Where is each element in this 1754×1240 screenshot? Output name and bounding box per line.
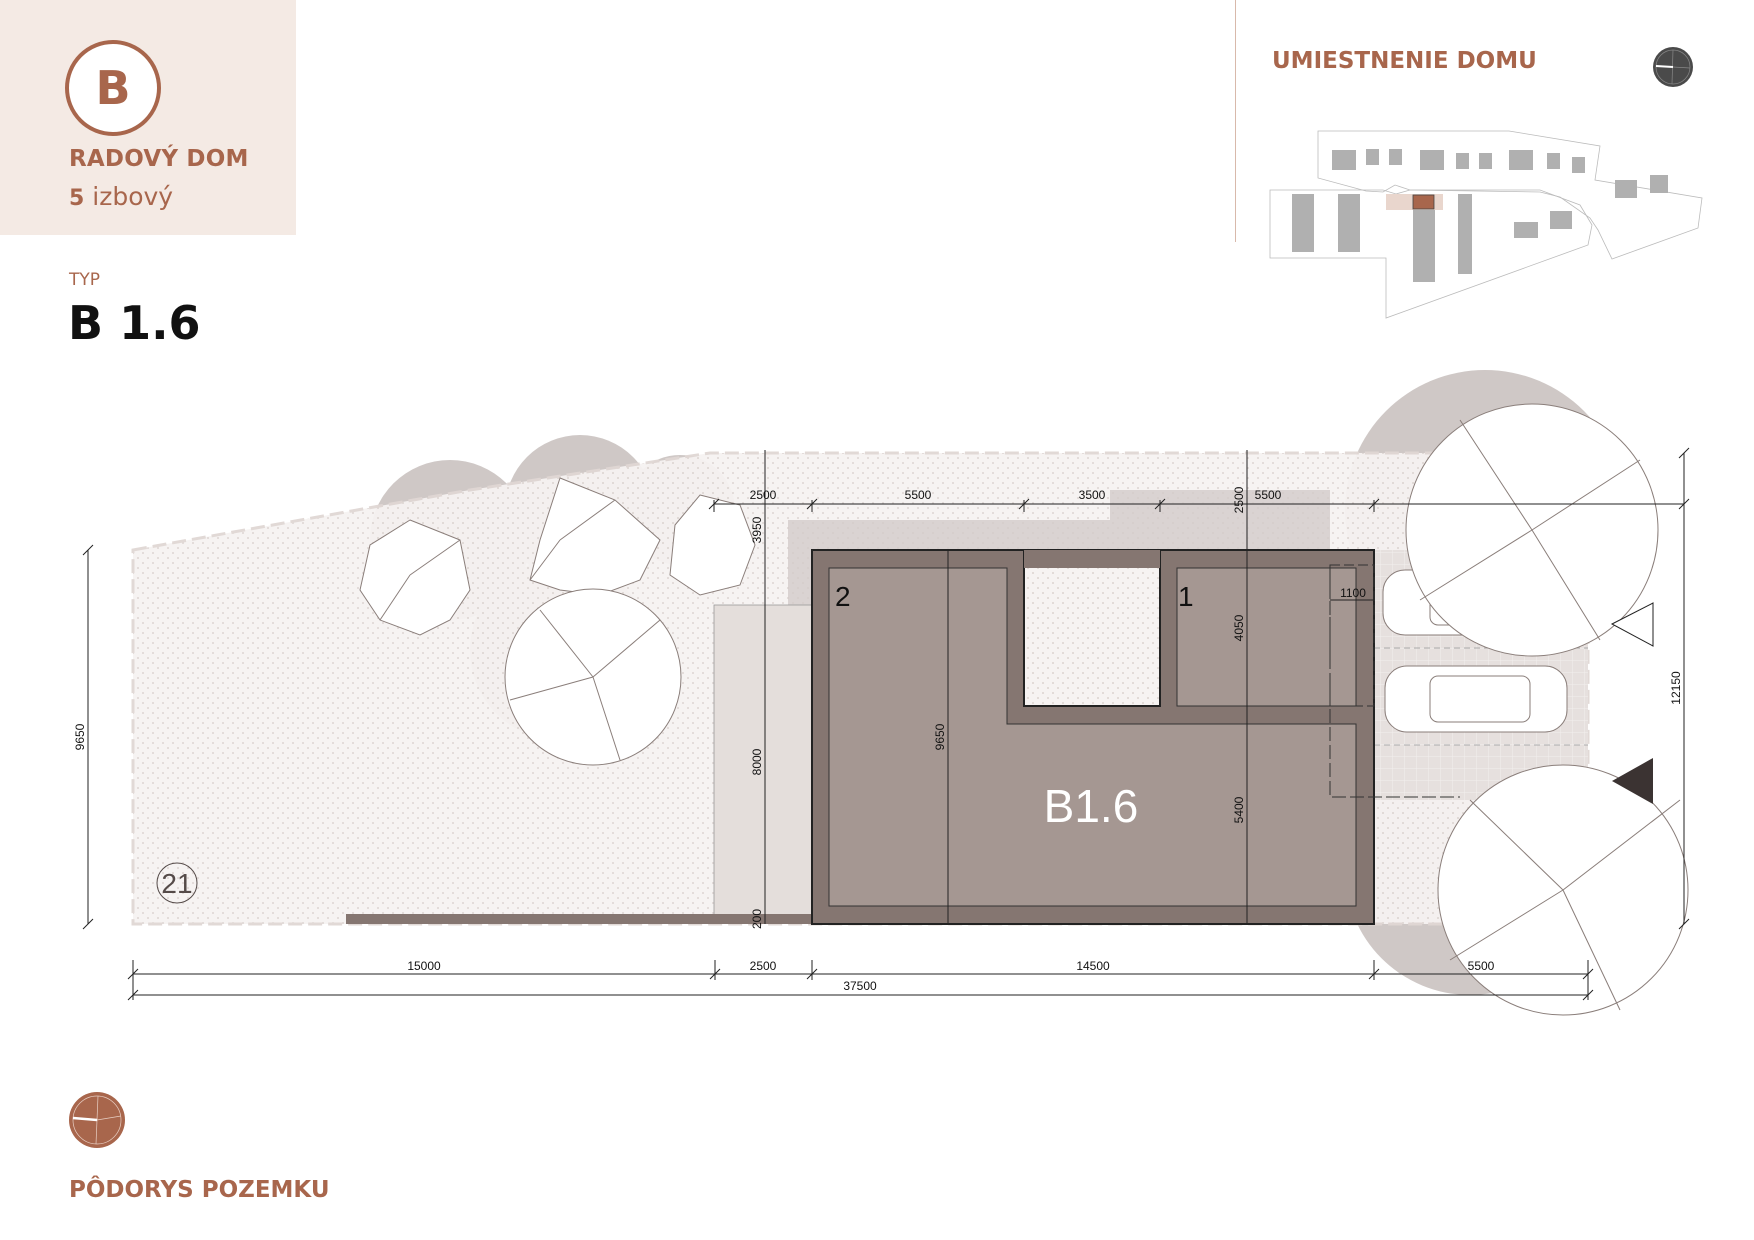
typ-value: B 1.6 [68,296,201,350]
dim-1100: 1100 [1340,586,1366,600]
dim-5400: 5400 [1232,796,1246,823]
rooms-text: izbový [92,182,174,211]
type-badge: B [65,40,161,136]
tree-icons [359,403,1689,1016]
divider [1235,0,1236,242]
dim-bottom-3: 5500 [1468,959,1495,973]
house-type-label: RADOVÝ DOM [69,146,249,172]
dim-200: 200 [750,909,764,929]
plot-number: 21 [161,868,192,899]
dim-4050: 4050 [1232,614,1246,641]
dim-bottom-2: 14500 [1076,959,1110,973]
dim-2500-vertical: 2500 [1232,486,1246,513]
dim-top-0: 2500 [750,488,777,502]
building-label: B1.6 [1044,780,1139,832]
dim-top-2: 3500 [1079,488,1106,502]
compass-icon [69,1092,125,1148]
house-type-panel: B RADOVÝ DOM 5 izbový [0,0,296,235]
plan-title: PÔDORYS POZEMKU [69,1177,330,1203]
dimension-lines [82,447,1690,1001]
fence [346,914,812,924]
entrance-2-label: 2 [835,581,851,612]
dim-9650-inner: 9650 [933,723,947,750]
dimension-labels: 2500 5500 3500 5500 1100 3950 2500 4050 … [73,486,1683,993]
main-entrance-arrow-icon [1612,758,1653,804]
terrace [713,604,813,918]
location-title: UMIESTNENIE DOMU [1272,48,1537,74]
compass-icon [1653,47,1693,87]
dim-9650-left: 9650 [73,723,87,750]
building-b1-6 [811,549,1460,925]
entrance-arrow-icon [1610,602,1654,647]
dim-top-1: 5500 [905,488,932,502]
dim-bottom-1: 2500 [750,959,777,973]
dim-12150: 12150 [1669,671,1683,705]
dim-3950: 3950 [750,516,764,543]
rooms-label: 5 izbový [69,182,173,211]
site-location-map [1269,130,1703,319]
rooms-count: 5 [69,186,85,211]
dim-8000: 8000 [750,748,764,775]
dim-top-3: 5500 [1255,488,1282,502]
dim-bottom-0: 15000 [407,959,441,973]
entrance-1-label: 1 [1178,581,1194,612]
plot-number-badge [156,862,198,904]
dim-bottom-total: 37500 [843,979,877,993]
typ-label: TYP [69,270,101,290]
